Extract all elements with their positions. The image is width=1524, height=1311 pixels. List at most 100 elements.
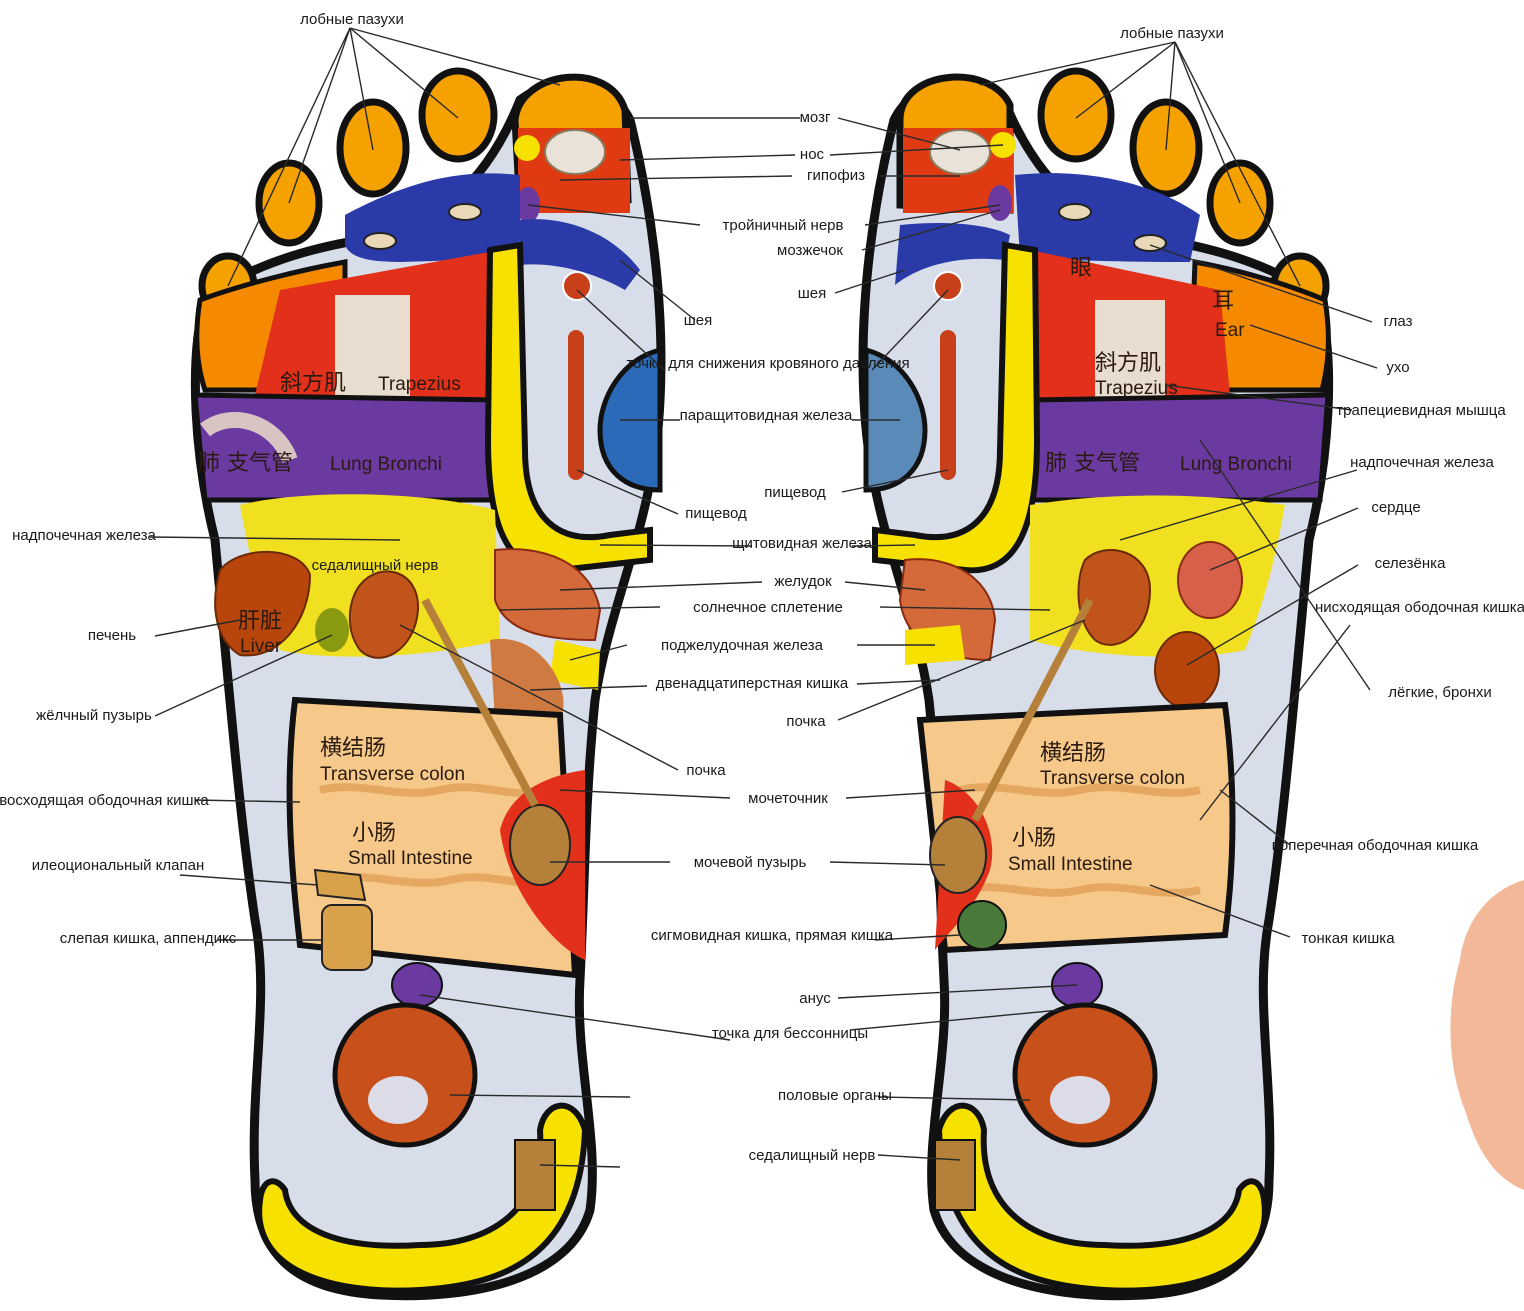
label-esophagus-right: пищевод bbox=[764, 484, 826, 501]
label-right-spleen: селезёнка bbox=[1375, 555, 1447, 572]
label-kidney-lower: почка bbox=[686, 762, 726, 779]
right-brain-icon bbox=[930, 130, 990, 174]
label-ureter: мочеточник bbox=[748, 790, 828, 807]
left-liver-cn: 肝脏 bbox=[238, 609, 282, 634]
label-sigmoid: сигмовидная кишка, прямая кишка bbox=[651, 927, 894, 944]
left-trapezius-cn: 斜方肌 bbox=[280, 371, 346, 396]
label-left-frontal-sinuses: лобные пазухи bbox=[300, 11, 404, 28]
label-right-heart: сердце bbox=[1371, 499, 1420, 516]
label-left-ileocecal: илеоциональный клапан bbox=[32, 857, 205, 874]
right-colon-cn: 横结肠 bbox=[1040, 741, 1106, 766]
label-left-cecum: слепая кишка, аппендикс bbox=[60, 930, 237, 947]
left-bladder-icon bbox=[510, 805, 570, 885]
right-heart bbox=[1178, 542, 1242, 618]
label-right-small-intestine: тонкая кишка bbox=[1301, 930, 1395, 947]
right-eye-cn: 眼 bbox=[1070, 256, 1092, 281]
label-left-gallbladder: жёлчный пузырь bbox=[36, 707, 152, 724]
right-ear-en: Ear bbox=[1215, 320, 1245, 341]
label-bp-point: точка для снижения кровяного давления bbox=[626, 355, 909, 372]
right-colon-en: Transverse colon bbox=[1040, 768, 1185, 789]
right-spleen bbox=[1155, 632, 1219, 708]
label-right-lungs: лёгкие, бронхи bbox=[1388, 684, 1492, 701]
right-trapezius-en: Trapezius bbox=[1095, 378, 1178, 399]
right-bladder-icon bbox=[930, 817, 986, 893]
label-cerebellum: мозжечок bbox=[777, 242, 843, 259]
left-si-cn: 小肠 bbox=[352, 821, 396, 846]
label-duodenum: двенадцатиперстная кишка bbox=[656, 675, 849, 692]
left-gallbladder bbox=[315, 608, 349, 652]
label-right-adrenal: надпочечная железа bbox=[1350, 454, 1494, 471]
left-trapezius-en: Trapezius bbox=[378, 374, 461, 395]
left-pelvis-icon bbox=[515, 1140, 555, 1210]
right-solar-zone bbox=[1030, 496, 1285, 657]
right-lung-zone bbox=[1030, 395, 1328, 500]
label-right-ear: ухо bbox=[1386, 359, 1409, 376]
hand-photo bbox=[1450, 880, 1524, 1190]
label-insomnia: точка для бессонницы bbox=[712, 1025, 868, 1042]
left-colon-cn: 横结肠 bbox=[320, 736, 386, 761]
label-parathyroid: паращитовидная железа bbox=[680, 407, 853, 424]
right-esophagus bbox=[940, 330, 956, 480]
right-eye-icon-1 bbox=[1059, 204, 1091, 220]
label-kidney-upper: почка bbox=[786, 713, 826, 730]
label-trigeminal: тройничный нерв bbox=[723, 217, 844, 234]
left-genital-icon bbox=[368, 1076, 428, 1124]
right-cerebellum bbox=[988, 185, 1012, 221]
label-nose: нос bbox=[800, 146, 825, 163]
label-right-transverse-colon: поперечная ободочная кишка bbox=[1272, 837, 1479, 854]
left-esophagus bbox=[568, 330, 584, 480]
label-left-liver: печень bbox=[88, 627, 136, 644]
left-lung-en: Lung Bronchi bbox=[330, 454, 442, 475]
label-left-sciatic-inner: седалищный нерв bbox=[312, 557, 439, 574]
left-anus-point bbox=[392, 963, 442, 1007]
left-eye-icon-1 bbox=[364, 233, 396, 249]
label-stomach: желудок bbox=[774, 573, 832, 590]
left-ileocecal-valve bbox=[315, 870, 365, 900]
left-lung-cn: 肺 支气管 bbox=[198, 451, 293, 476]
label-left-adrenal: надпочечная железа bbox=[12, 527, 156, 544]
right-bp-point bbox=[934, 272, 962, 300]
label-brain: мозг bbox=[800, 109, 831, 126]
label-pancreas: поджелудочная железа bbox=[661, 637, 824, 654]
left-cecum bbox=[322, 905, 372, 970]
left-liver-en: Liver bbox=[240, 636, 282, 657]
right-genital-icon bbox=[1050, 1076, 1110, 1124]
left-toe-2 bbox=[422, 71, 494, 159]
label-sciatic: седалищный нерв bbox=[749, 1147, 876, 1164]
right-si-en: Small Intestine bbox=[1008, 854, 1133, 875]
right-foot: 眼 耳 Ear 斜方肌 Trapezius 肺 支气管 Lung Bronchi… bbox=[863, 71, 1329, 1296]
label-neck-left: шея bbox=[684, 312, 713, 329]
right-toe-2 bbox=[1041, 71, 1111, 159]
label-right-frontal-sinuses: лобные пазухи bbox=[1120, 25, 1224, 42]
left-brain-icon bbox=[545, 130, 605, 174]
label-genitals: половые органы bbox=[778, 1087, 892, 1104]
label-esophagus-left: пищевод bbox=[685, 505, 747, 522]
label-solar-plexus: солнечное сплетение bbox=[693, 599, 843, 616]
label-pituitary: гипофиз bbox=[807, 167, 865, 184]
left-eye-icon-2 bbox=[449, 204, 481, 220]
label-right-trapezius: трапециевидная мышца bbox=[1336, 402, 1506, 419]
left-genital-circle bbox=[335, 1005, 475, 1145]
right-ear-cn: 耳 bbox=[1212, 289, 1234, 314]
label-neck-right: шея bbox=[798, 285, 827, 302]
right-genital-circle bbox=[1015, 1005, 1155, 1145]
right-pelvis-icon bbox=[935, 1140, 975, 1210]
label-anus: анус bbox=[799, 990, 831, 1007]
label-right-eye: глаз bbox=[1384, 313, 1413, 330]
left-bp-point bbox=[563, 272, 591, 300]
left-lung-zone bbox=[195, 395, 495, 500]
label-left-ascending-colon: восходящая ободочная кишка bbox=[0, 792, 209, 809]
right-trapezius-cn: 斜方肌 bbox=[1095, 351, 1161, 376]
left-si-en: Small Intestine bbox=[348, 848, 473, 869]
right-lung-en: Lung Bronchi bbox=[1180, 454, 1292, 475]
right-sigmoid bbox=[958, 901, 1006, 949]
right-lung-cn: 肺 支气管 bbox=[1045, 451, 1140, 476]
left-foot: 斜方肌 Trapezius 肺 支气管 Lung Bronchi 肝脏 Live… bbox=[195, 71, 661, 1296]
left-nose-point bbox=[514, 135, 540, 161]
left-colon-en: Transverse colon bbox=[320, 764, 465, 785]
label-right-descending-colon: нисходящая ободочная кишка bbox=[1315, 599, 1524, 616]
label-bladder: мочевой пузырь bbox=[694, 854, 807, 871]
right-si-cn: 小肠 bbox=[1012, 826, 1056, 851]
label-thyroid: щитовидная железа bbox=[732, 535, 872, 552]
